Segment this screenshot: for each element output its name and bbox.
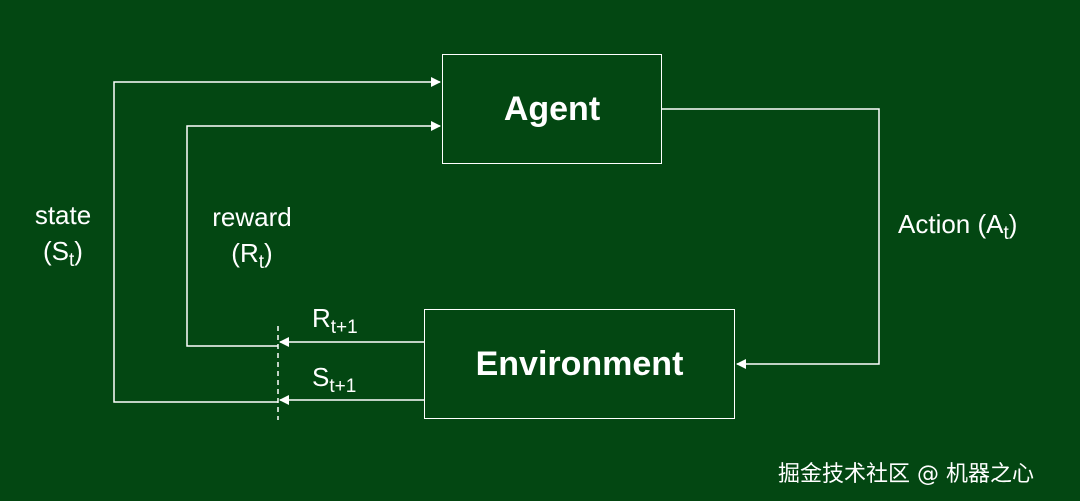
next-reward-label: Rt+1 (312, 303, 358, 338)
action-label: Action (At) (898, 209, 1018, 244)
state-text: state (34, 200, 92, 230)
reward-text: reward (212, 202, 292, 232)
agent-box: Agent (442, 54, 662, 164)
environment-box: Environment (424, 309, 735, 419)
state-symbol: (St) (43, 236, 83, 271)
next-state-label: St+1 (312, 362, 357, 397)
state-feedback-line (113, 77, 441, 403)
reward-feedback-line (186, 121, 441, 347)
reward-symbol: (Rt) (231, 238, 273, 273)
watermark: 掘金技术社区 @ 机器之心 (778, 462, 1034, 487)
reward-label: reward (Rt) (200, 202, 304, 273)
environment-label: Environment (475, 344, 684, 383)
state-label: state (St) (24, 200, 102, 271)
action-line (662, 108, 880, 369)
agent-label: Agent (503, 89, 601, 128)
